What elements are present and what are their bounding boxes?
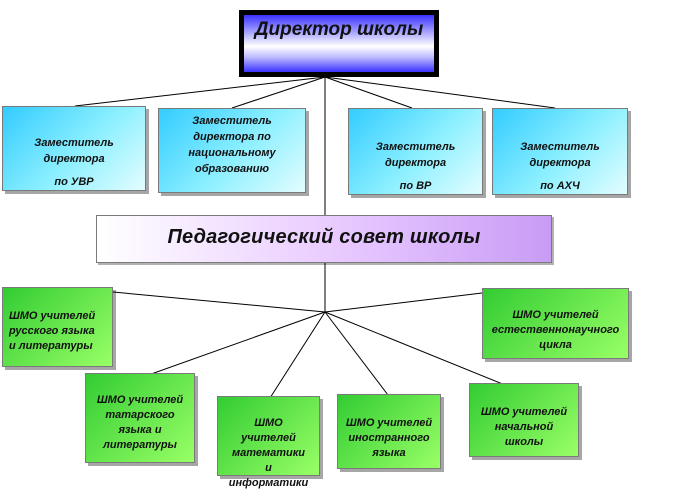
deputy-national-box: Заместитель директора по национальному о… [158,108,306,193]
shmo-math-box: ШМО учителей математики и информатики [217,396,320,489]
shmo-science-label: ШМО учителей естественнонаучного цикла [491,309,620,351]
shmo-russian-box: ШМО учителей русского языка и литературы [2,287,113,367]
council-label: Педагогический совет школы [167,226,481,248]
deputy-national-title: Заместитель директора по национальному о… [188,115,276,175]
shmo-russian-label: ШМО учителей русского языка и литературы [9,310,96,352]
director-box: Директор школы [239,10,439,77]
shmo-primary-box: ШМО учителей начальной школы [469,383,579,457]
pedagogical-council-box: Педагогический совет школы [96,215,552,263]
deputy-vr-sub: по ВР [399,180,432,192]
deputy-uvr-title: Заместитель директора [34,137,114,165]
shmo-foreign-label: ШМО учителей иностранного языка [345,417,433,459]
deputy-ahch-box: Заместитель директора по АХЧ [492,108,628,195]
deputy-ahch-sub: по АХЧ [540,180,580,192]
deputy-vr-title: Заместитель директора [375,141,456,169]
deputy-vr-box: Заместитель директора по ВР [348,108,483,195]
shmo-tatar-label: ШМО учителей татарского языка и литерату… [96,394,184,451]
shmo-primary-label: ШМО учителей начальной школы [480,406,568,448]
shmo-tatar-box: ШМО учителей татарского языка и литерату… [85,373,195,463]
shmo-foreign-box: ШМО учителей иностранного языка [337,394,441,469]
shmo-science-box: ШМО учителей естественнонаучного цикла [482,288,629,359]
deputy-ahch-title: Заместитель директора [520,141,600,169]
deputy-uvr-box: Заместитель директора по УВР [2,106,146,191]
deputy-uvr-sub: по УВР [54,176,94,188]
director-label: Директор школы [254,19,424,40]
shmo-math-label: ШМО учителей математики и информатики [228,417,309,489]
